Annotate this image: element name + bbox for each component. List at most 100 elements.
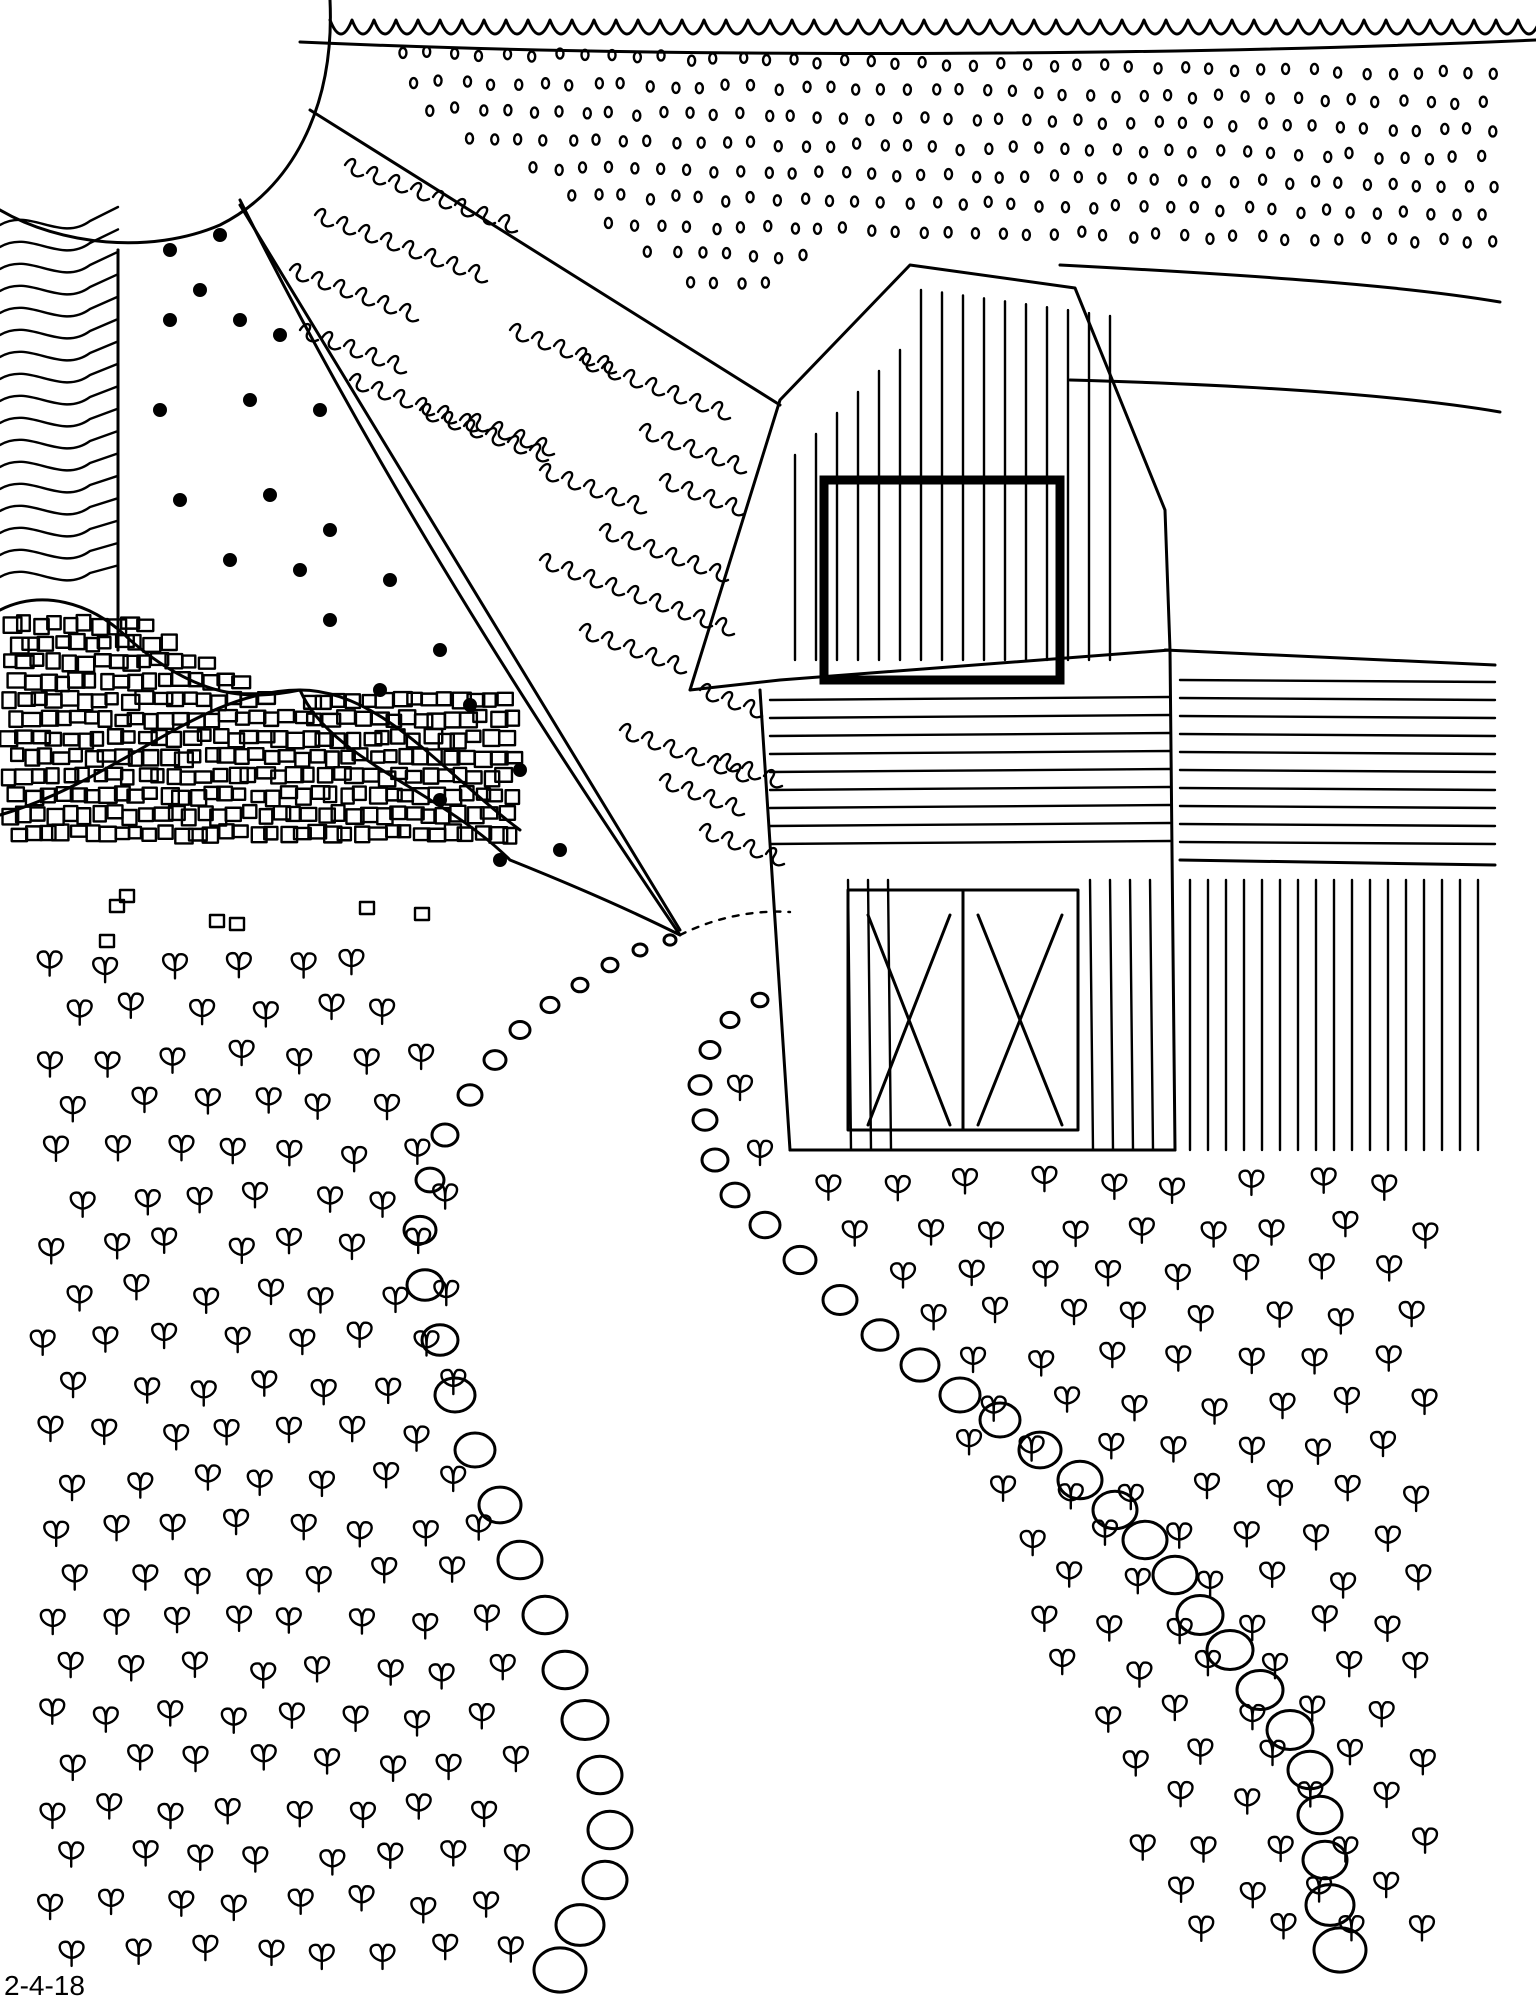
sky-dot [696, 136, 706, 149]
sprout [1188, 1915, 1215, 1943]
sky-dot [1086, 89, 1096, 102]
curl [534, 436, 556, 457]
stone [570, 976, 590, 994]
sky-dot [941, 59, 952, 72]
sprout [348, 1885, 375, 1912]
tile [63, 767, 80, 784]
sky-dot [527, 50, 537, 63]
tile [1, 691, 17, 710]
sprout [1373, 1871, 1400, 1899]
tile [385, 824, 402, 839]
sprout [163, 1424, 190, 1451]
sprout [103, 1608, 130, 1636]
tile [97, 709, 113, 728]
tile [30, 691, 48, 707]
sprout [440, 1840, 467, 1867]
sky-dot [1258, 229, 1268, 243]
tile [157, 824, 174, 841]
sprout [1376, 1255, 1403, 1282]
sky-dot [603, 105, 614, 119]
sprout [1233, 1521, 1260, 1548]
stone [719, 1181, 751, 1209]
tile [497, 729, 517, 747]
sky-dot [865, 113, 875, 127]
sky-dot [528, 161, 538, 174]
sky-dot [867, 224, 877, 237]
sprout [468, 1703, 495, 1730]
curl [342, 338, 364, 359]
sky-dot [1358, 122, 1369, 135]
sprout [1061, 1298, 1087, 1326]
curl [370, 380, 392, 401]
tile [104, 692, 119, 706]
sky-dot [748, 250, 759, 263]
curl [348, 372, 370, 393]
sprout [242, 1846, 269, 1873]
sky-dot [773, 251, 784, 265]
sprout [1371, 1174, 1398, 1201]
curl-pattern-field [288, 157, 786, 867]
sprout [1019, 1529, 1046, 1557]
curl [423, 247, 445, 268]
wavy-line [0, 452, 120, 472]
stone [477, 1485, 523, 1525]
sprout [1297, 1781, 1324, 1808]
sky-dot [866, 167, 877, 180]
sky-dot [1177, 116, 1188, 129]
sky-dot [1049, 169, 1060, 182]
sprout [187, 1844, 214, 1872]
sky-dot [554, 163, 564, 177]
tile [122, 654, 141, 672]
tile [258, 807, 274, 825]
sprout [117, 992, 144, 1020]
tile [405, 732, 421, 749]
sprout [1054, 1386, 1081, 1413]
tile [370, 711, 390, 726]
sprout [190, 1380, 217, 1407]
curl [742, 698, 764, 719]
sky-dot [1374, 152, 1384, 165]
sky-dot [1293, 91, 1304, 105]
siding-line [768, 695, 1172, 702]
tile [126, 711, 145, 726]
stone [1056, 1459, 1104, 1501]
sky-dot [1344, 146, 1354, 160]
sky-dot [1411, 180, 1422, 193]
sky-dot [1332, 66, 1343, 79]
curl-ray-border [308, 108, 782, 407]
sky-dot [1180, 228, 1190, 242]
sky-dot [760, 276, 771, 289]
sprout [375, 1377, 402, 1405]
tile [24, 789, 45, 807]
sprout [1301, 1348, 1328, 1375]
sprout [1031, 1165, 1058, 1193]
tile [187, 827, 208, 842]
tile [203, 785, 221, 801]
tile [340, 749, 356, 765]
sky-dot [892, 111, 903, 125]
stone [1301, 1839, 1349, 1881]
sky-dot [927, 140, 938, 153]
sky-dot [1060, 142, 1070, 156]
stone [1205, 1628, 1255, 1672]
sprout [69, 1191, 96, 1218]
sky-dot [1203, 116, 1214, 129]
sprout [1197, 1570, 1224, 1598]
curl [626, 584, 648, 605]
curl [724, 796, 746, 817]
curl [740, 760, 762, 781]
tile [494, 766, 514, 783]
tile [114, 634, 135, 649]
tile [93, 768, 109, 783]
stone [1121, 1519, 1169, 1561]
sky-dot [1166, 200, 1176, 214]
sprout [1412, 1222, 1439, 1249]
tile [136, 618, 155, 633]
sprout [66, 1285, 93, 1312]
tile [322, 785, 338, 804]
wavy-line [0, 541, 120, 560]
sky-dot [708, 276, 719, 290]
sky-dot [1110, 198, 1121, 212]
stone [554, 1903, 606, 1947]
sky-dot [473, 49, 484, 63]
